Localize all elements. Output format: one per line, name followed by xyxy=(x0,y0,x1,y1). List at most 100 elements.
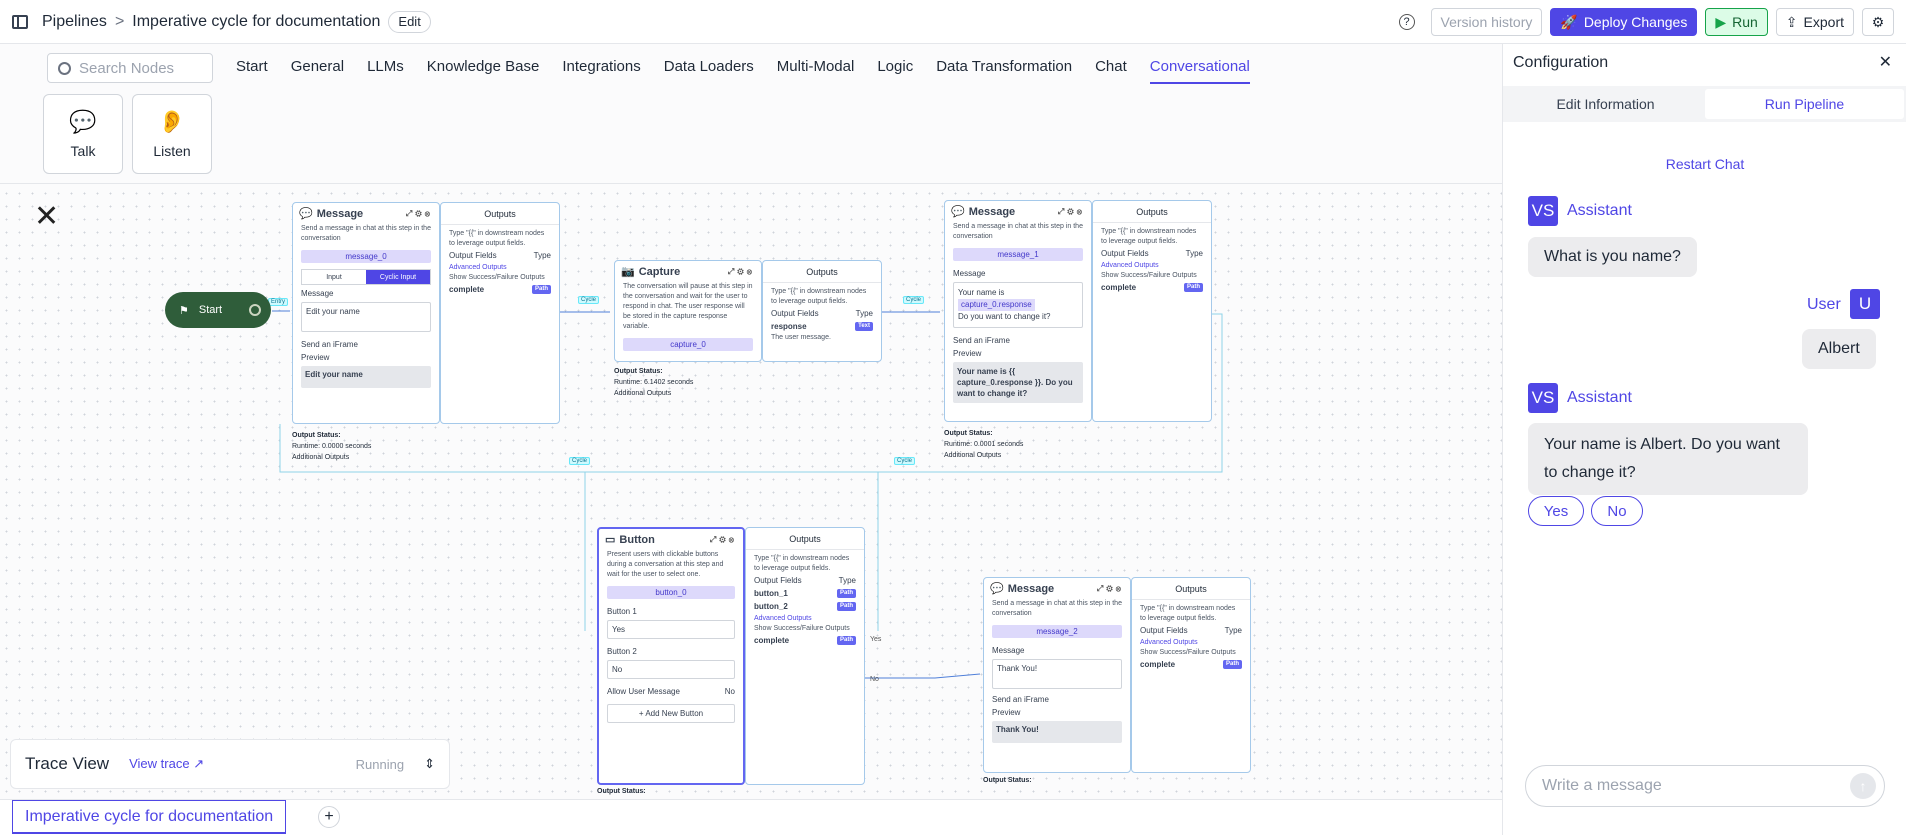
edges-layer xyxy=(272,310,1223,679)
allow-user-message-value[interactable]: No xyxy=(724,687,735,696)
tab-edit-information[interactable]: Edit Information xyxy=(1556,96,1655,112)
choice-yes-button[interactable]: Yes xyxy=(1528,496,1584,526)
node-toolbar: Search Nodes Start General LLMs Knowledg… xyxy=(0,44,1502,184)
preview-box: Edit your name xyxy=(301,366,431,388)
tab-llms[interactable]: LLMs xyxy=(367,58,404,75)
message-node-1[interactable]: 💬Message⤢⚙⊗ Send a message in chat at th… xyxy=(944,200,1092,422)
message-node-2[interactable]: 💬Message⤢⚙⊗ Send a message in chat at th… xyxy=(983,577,1131,773)
node-actions-icon[interactable]: ⤢⚙⊗ xyxy=(405,208,433,218)
msg1-status: Output Status: Runtime: 0.0001 seconds A… xyxy=(944,428,1023,461)
tab-integrations[interactable]: Integrations xyxy=(562,58,641,75)
capture-node[interactable]: 📷Capture⤢⚙⊗ The conversation will pause … xyxy=(614,260,762,362)
restart-chat-button[interactable]: Restart Chat xyxy=(1665,156,1745,172)
view-trace-link[interactable]: View trace ↗ xyxy=(129,756,204,772)
path-tag: Path xyxy=(531,285,551,294)
tab-start[interactable]: Start xyxy=(236,58,268,75)
node-description: Send a message in chat at this step in t… xyxy=(992,600,1122,617)
path-tag: Path xyxy=(1222,660,1242,669)
outputs-panel-capture: Outputs Type "{{" in downstream nodes to… xyxy=(762,260,882,362)
add-tab-button[interactable]: + xyxy=(318,806,340,828)
configuration-panel: Configuration ✕ Edit Information Run Pip… xyxy=(1502,44,1906,835)
cyclic-input-tab[interactable]: Cyclic Input xyxy=(366,270,430,284)
send-icon[interactable]: ↑ xyxy=(1850,773,1876,799)
tab-run-pipeline[interactable]: Run Pipeline xyxy=(1705,89,1904,119)
output-fields-label: Output Fields xyxy=(449,251,497,260)
start-handle-icon[interactable] xyxy=(249,304,261,316)
choice-no-button[interactable]: No xyxy=(1591,496,1643,526)
outputs-panel-button: Outputs Type "{{" in downstream nodes to… xyxy=(745,527,865,785)
node-actions-icon[interactable]: ⤢⚙⊗ xyxy=(727,266,755,276)
deploy-label: Deploy Changes xyxy=(1583,14,1688,30)
tab-chat[interactable]: Chat xyxy=(1095,58,1127,75)
trace-status: Running xyxy=(355,756,405,772)
button-node[interactable]: ▭Button⤢⚙⊗ Present users with clickable … xyxy=(597,527,745,785)
advanced-outputs-toggle[interactable]: Advanced Outputs xyxy=(1101,262,1159,269)
message-label: Message xyxy=(992,646,1025,655)
tab-conversational[interactable]: Conversational xyxy=(1149,58,1250,84)
pipeline-tab[interactable]: Imperative cycle for documentation xyxy=(12,800,287,834)
type-label: Type xyxy=(838,576,856,585)
message-node-0[interactable]: 💬Message⤢⚙⊗ Send a message in chat at th… xyxy=(292,202,440,424)
outputs-title: Outputs xyxy=(789,533,821,544)
outputs-hint: Type "{{" in downstream nodes to leverag… xyxy=(449,230,545,247)
close-icon[interactable]: ✕ xyxy=(34,200,60,233)
advanced-outputs-toggle[interactable]: Advanced Outputs xyxy=(449,264,507,271)
export-label: Export xyxy=(1803,14,1844,30)
button-2-field[interactable]: No xyxy=(607,660,735,679)
edit-title-button[interactable]: Edit xyxy=(388,10,431,33)
tab-knowledge-base[interactable]: Knowledge Base xyxy=(426,58,540,75)
tab-data-loaders[interactable]: Data Loaders xyxy=(663,58,754,75)
sidebar-toggle-icon[interactable] xyxy=(12,14,28,29)
help-icon[interactable]: ? xyxy=(1398,14,1415,30)
talk-tool[interactable]: 💬Talk xyxy=(43,94,123,174)
input-tab[interactable]: Input xyxy=(326,273,342,281)
iframe-toggle-label: Send an iFrame xyxy=(992,695,1049,704)
message-text-a: Your name is xyxy=(958,288,1005,297)
close-panel-icon[interactable]: ✕ xyxy=(1878,54,1892,71)
node-actions-icon[interactable]: ⤢⚙⊗ xyxy=(1096,583,1124,593)
button-2-label: Button 2 xyxy=(607,647,637,656)
message-field[interactable]: Your name is capture_0.response Do you w… xyxy=(953,282,1083,328)
tab-logic[interactable]: Logic xyxy=(877,58,914,75)
msg2-output-status: Output Status: xyxy=(983,777,1032,784)
flag-icon: ⚑ xyxy=(179,304,189,317)
search-nodes-input[interactable]: Search Nodes xyxy=(47,53,213,83)
tab-data-transformation[interactable]: Data Transformation xyxy=(936,58,1073,75)
deploy-changes-button[interactable]: 🚀Deploy Changes xyxy=(1550,8,1698,36)
chat-input[interactable]: Write a message ↑ xyxy=(1525,765,1885,807)
additional-outputs[interactable]: Additional Outputs xyxy=(292,454,350,461)
settings-button[interactable]: ⚙ xyxy=(1862,8,1894,36)
search-placeholder: Search Nodes xyxy=(79,59,175,77)
outputs-title: Outputs xyxy=(484,208,516,219)
run-button[interactable]: ▶Run xyxy=(1705,8,1768,36)
advanced-outputs-toggle[interactable]: Advanced Outputs xyxy=(1140,639,1198,646)
node-actions-icon[interactable]: ⤢⚙⊗ xyxy=(709,534,737,544)
node-title: Button xyxy=(619,533,655,546)
tab-general[interactable]: General xyxy=(290,58,345,75)
chevron-updown-icon[interactable]: ⇕ xyxy=(424,756,435,771)
message-field[interactable]: Edit your name xyxy=(301,302,431,332)
runtime-text: Runtime: 0.0000 seconds xyxy=(292,443,372,450)
panel-title: Configuration xyxy=(1513,54,1609,71)
message-field[interactable]: Thank You! xyxy=(992,659,1122,689)
additional-outputs[interactable]: Additional Outputs xyxy=(944,452,1002,459)
button-1-field[interactable]: Yes xyxy=(607,620,735,639)
add-new-button[interactable]: + Add New Button xyxy=(607,704,735,723)
start-node[interactable]: ⚑Start xyxy=(165,292,271,328)
advanced-outputs-toggle[interactable]: Advanced Outputs xyxy=(754,615,812,622)
output-fields-label: Output Fields xyxy=(754,576,802,585)
output-status: Output Status: xyxy=(292,432,341,439)
tab-multi-modal[interactable]: Multi-Modal xyxy=(776,58,855,75)
export-button[interactable]: ⇪Export xyxy=(1775,8,1854,36)
listen-tool[interactable]: 👂Listen xyxy=(132,94,212,174)
pipeline-canvas[interactable]: Search Nodes Start General LLMs Knowledg… xyxy=(0,44,1502,799)
edge-label-cycle-4: Cycle xyxy=(894,457,916,465)
preview-box: Your name is {{ capture_0.response }}. D… xyxy=(953,362,1083,403)
search-icon xyxy=(58,61,71,75)
additional-outputs[interactable]: Additional Outputs xyxy=(614,390,672,397)
version-history-button[interactable]: Version history xyxy=(1430,8,1543,36)
play-icon: ▶ xyxy=(1715,13,1727,30)
node-id-badge: message_0 xyxy=(301,250,431,263)
breadcrumb-root[interactable]: Pipelines xyxy=(42,12,107,30)
node-actions-icon[interactable]: ⤢⚙⊗ xyxy=(1057,206,1085,216)
